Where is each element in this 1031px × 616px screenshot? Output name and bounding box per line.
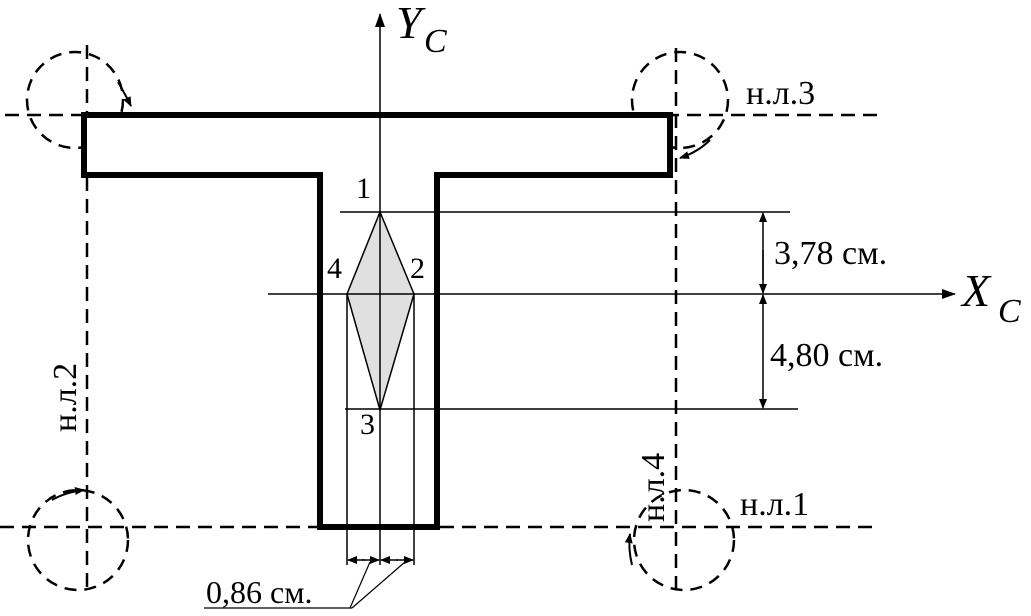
neutral-line-2-label: н.л.2	[47, 363, 84, 432]
dimension-lower-label: 4,80 см.	[770, 337, 883, 374]
rotation-circle-top-right	[630, 50, 730, 150]
y-axis-subscript: C	[424, 23, 447, 60]
width-leader-1	[349, 561, 371, 609]
neutral-line-4-label: н.л.4	[635, 453, 672, 522]
neutral-line-1-label: н.л.1	[740, 486, 809, 523]
rotation-circle-top-left	[25, 50, 125, 150]
dimension-width-label: 0,86 см.	[206, 574, 312, 610]
rotation-arrow-top-left	[117, 81, 132, 107]
dimension-upper-label: 3,78 см.	[774, 235, 887, 272]
rotation-arrow-bottom-left	[51, 487, 85, 501]
rotation-circle-bottom-right	[632, 488, 736, 592]
x-axis-label: X	[960, 265, 992, 316]
rotation-circle-bottom-left	[26, 488, 130, 592]
core-point-3-label: 3	[360, 408, 375, 441]
core-point-2-label: 2	[410, 252, 425, 285]
x-axis-subscript: C	[998, 293, 1021, 330]
width-leader-2	[351, 561, 406, 609]
neutral-line-3-label: н.л.3	[746, 75, 815, 112]
y-axis-label: Y	[396, 0, 426, 48]
core-point-4-label: 4	[327, 252, 342, 285]
rotation-arrow-bottom-right	[624, 533, 633, 566]
core-point-1-label: 1	[356, 172, 371, 205]
rotation-arrow-top-right	[679, 139, 711, 159]
